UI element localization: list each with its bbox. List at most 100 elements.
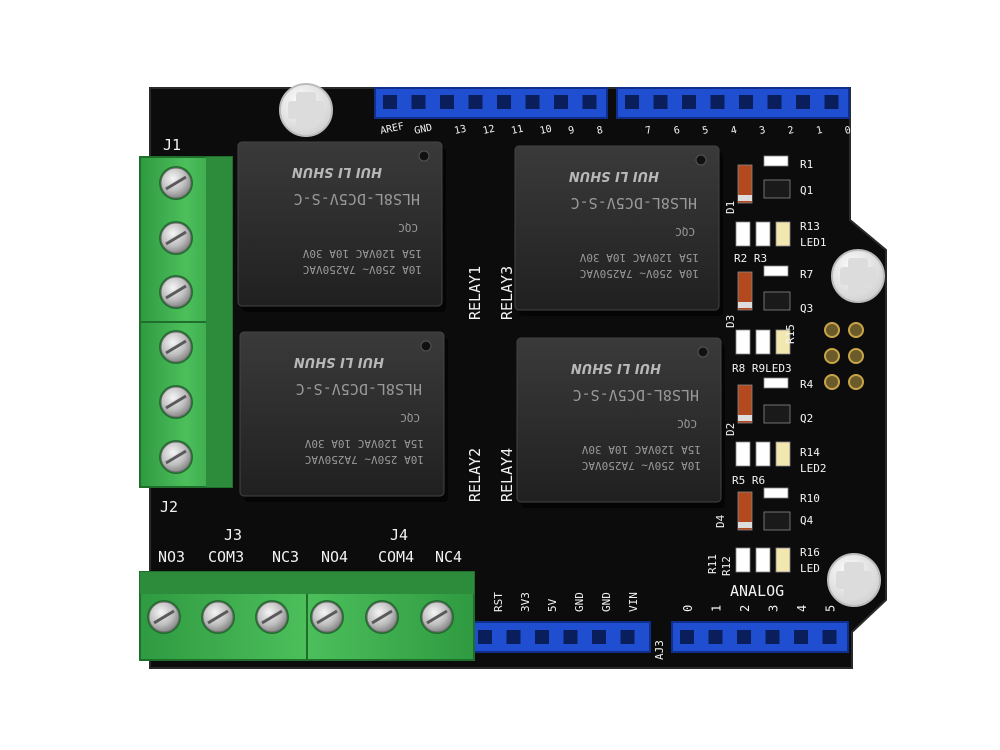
top-pin-label: 12 xyxy=(482,124,496,137)
resistor xyxy=(763,265,789,277)
diode-band xyxy=(738,522,752,528)
diode-band xyxy=(738,415,752,421)
component-label-q4: Q4 xyxy=(800,514,814,527)
icsp-pin xyxy=(824,374,840,390)
relay-model: HLS8L-DC5V-S-C xyxy=(296,380,422,398)
terminal-screw xyxy=(310,600,344,634)
top-pin-label: GND xyxy=(413,122,433,137)
top-pin-label: 1 xyxy=(815,125,823,137)
digital-header-left xyxy=(374,87,608,119)
analog-label: ANALOG xyxy=(730,582,784,600)
header-pin-hole xyxy=(535,630,549,644)
header-pin-hole xyxy=(794,630,808,644)
icsp-pin xyxy=(848,348,864,364)
resistor xyxy=(755,329,771,355)
icsp-pin xyxy=(824,348,840,364)
icsp-pin xyxy=(824,322,840,338)
relay-model: HLS8L-DC5V-S-C xyxy=(573,386,699,404)
icsp-pin xyxy=(848,374,864,390)
label-j3: J3 xyxy=(224,526,242,544)
label-j1: J1 xyxy=(163,136,181,154)
diode xyxy=(737,384,753,424)
component-label-r12: R12 xyxy=(720,556,733,576)
relay1-label: RELAY1 xyxy=(466,266,484,320)
component-label-r15: R15 xyxy=(784,324,797,344)
top-pin-label: 6 xyxy=(673,125,681,137)
component-label-q3: Q3 xyxy=(800,302,813,315)
component-label-r11: R11 xyxy=(706,554,719,574)
standoff-top xyxy=(279,83,333,137)
label-j4: J4 xyxy=(390,526,408,544)
icsp-header xyxy=(824,322,864,390)
relay-cert: CQC xyxy=(398,221,418,234)
analog-pin-label: 1 xyxy=(710,605,724,612)
top-pin-label: 11 xyxy=(510,124,524,137)
resistor xyxy=(763,155,789,167)
component-label-r1: R1 xyxy=(800,158,813,171)
terminal-screw xyxy=(159,275,193,309)
relay-rating-1: 10A 250V~ 7A250VAC xyxy=(305,453,424,466)
header-pin-hole xyxy=(383,95,397,109)
component-label-d4: D4 xyxy=(714,514,727,528)
led xyxy=(775,547,791,573)
relay3-label: RELAY3 xyxy=(498,266,516,320)
header-pin-hole xyxy=(582,95,597,109)
power-pin-label: 3V3 xyxy=(519,592,532,612)
header-pin-hole xyxy=(525,95,540,109)
top-pin-label: 4 xyxy=(730,125,738,137)
resistor xyxy=(763,377,789,389)
icsp-pin xyxy=(848,322,864,338)
terminal-screw xyxy=(365,600,399,634)
terminal-screw xyxy=(255,600,289,634)
header-pin-hole xyxy=(822,630,837,644)
terminal-screw xyxy=(420,600,454,634)
led xyxy=(775,329,791,355)
component-label-r7: R7 xyxy=(800,268,813,281)
terminal-label: NC3 xyxy=(272,548,299,566)
resistor xyxy=(735,547,751,573)
resistor xyxy=(755,547,771,573)
resistor xyxy=(735,221,751,247)
terminal-block-j3-j4 xyxy=(139,571,475,661)
header-pin-hole xyxy=(767,95,782,109)
terminal-screw xyxy=(159,330,193,364)
terminal-label: COM3 xyxy=(208,548,244,566)
top-pin-label: 0 xyxy=(844,125,852,137)
terminal-block-j1-j2 xyxy=(139,156,233,488)
relay2-label: RELAY2 xyxy=(466,448,484,502)
component-label-q2: Q2 xyxy=(800,412,813,425)
terminal-screw xyxy=(159,166,193,200)
transistor xyxy=(763,291,791,311)
relay4-label: RELAY4 xyxy=(498,448,516,502)
diode-band xyxy=(738,195,752,201)
digital-header-right xyxy=(616,87,850,119)
relay-rating-2: 15A 120VAC 10A 30V xyxy=(304,437,424,450)
power-pin-label: 5V xyxy=(546,598,559,612)
top-pin-label: 7 xyxy=(644,125,652,137)
diode xyxy=(737,164,753,204)
terminal-label: NO4 xyxy=(321,548,348,566)
relay-model: HLS8L-DC5V-S-C xyxy=(571,194,697,212)
terminal-label: NO3 xyxy=(158,548,185,566)
header-pin-hole xyxy=(680,630,694,644)
resistor xyxy=(763,487,789,499)
transistor xyxy=(763,179,791,199)
relay-rating-1: 10A 250V~ 7A250VAC xyxy=(303,263,422,276)
resistor xyxy=(735,329,751,355)
power-pin-label: VIN xyxy=(627,592,640,612)
analog-pin-label: 3 xyxy=(767,605,781,612)
transistor xyxy=(763,511,791,531)
header-pin-hole xyxy=(765,630,780,644)
component-label-r8r9led3: R8 R9LED3 xyxy=(732,362,792,375)
analog-pin-label: 2 xyxy=(738,605,752,612)
power-header-extra-label: AJ3 xyxy=(653,640,666,660)
relay-rating-2: 15A 120VAC 10A 30V xyxy=(581,443,701,456)
header-pin-hole xyxy=(620,630,635,644)
top-pin-label: 10 xyxy=(539,124,553,137)
top-pin-label: 8 xyxy=(596,125,604,137)
top-pin-label: AREF xyxy=(379,121,405,137)
component-label-d1: D1 xyxy=(724,201,737,214)
